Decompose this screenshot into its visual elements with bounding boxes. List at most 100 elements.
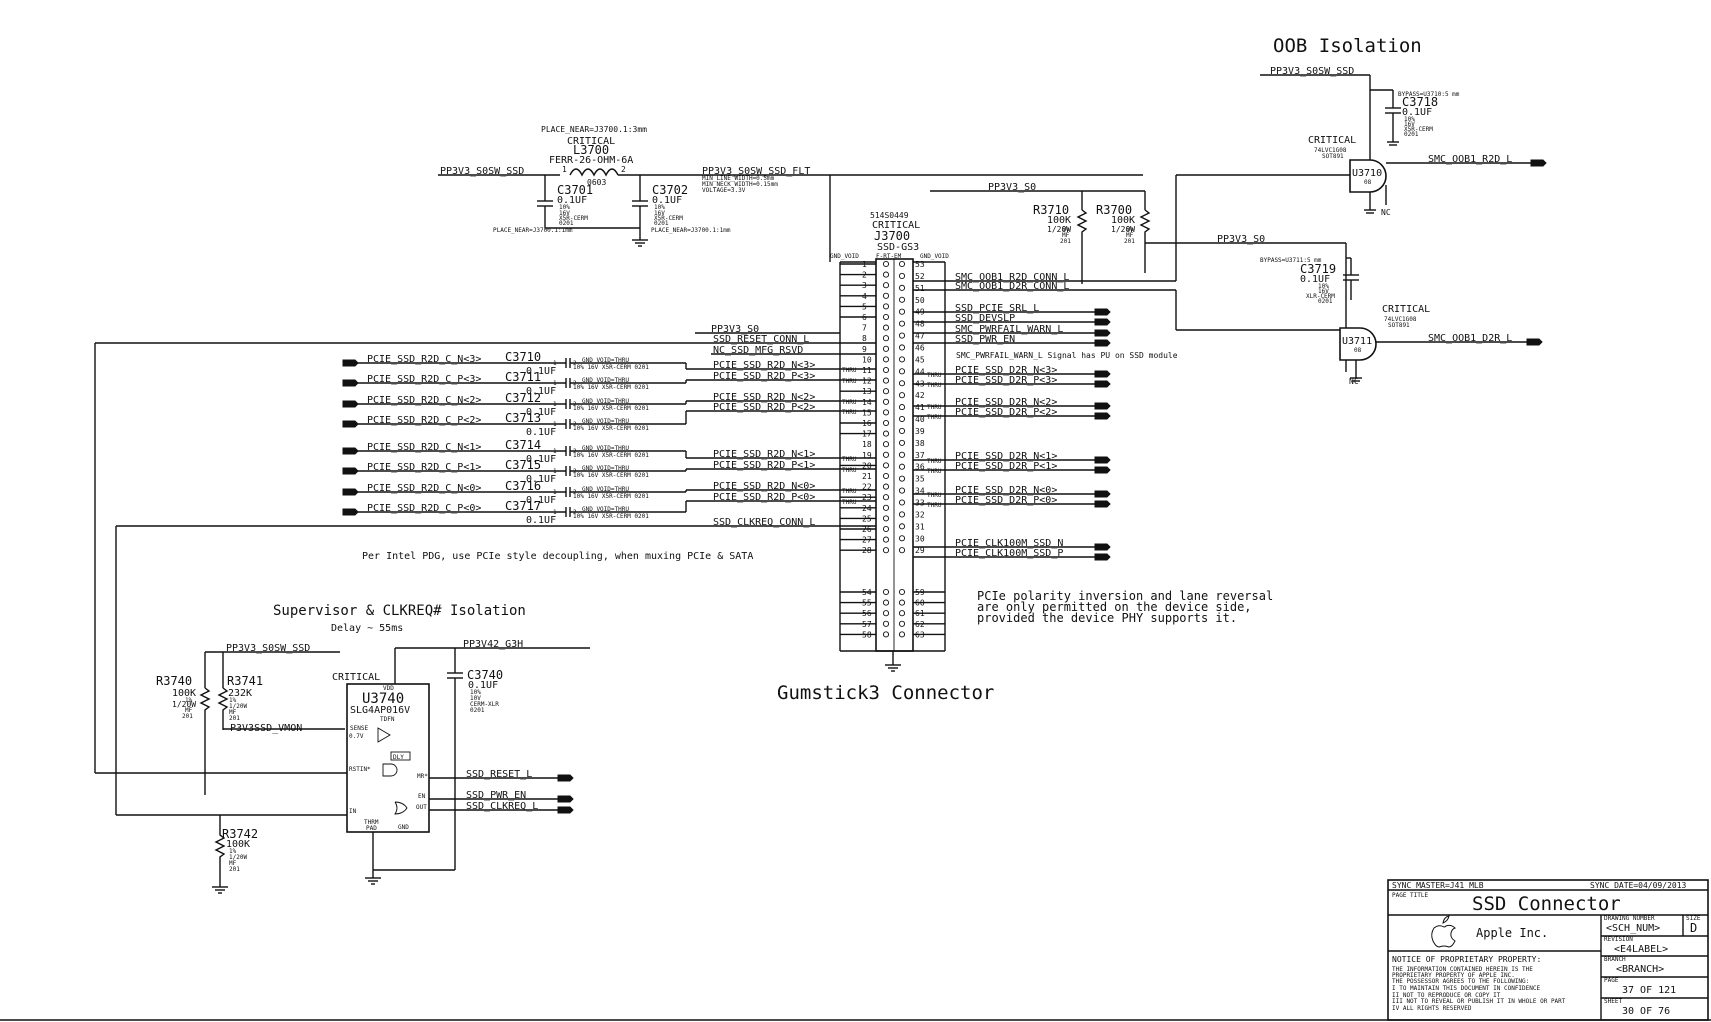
- svg-text:5%: 5%: [1126, 226, 1134, 233]
- j3700-left-pin: [882, 335, 890, 342]
- j3700-left-pin-number: 14: [862, 398, 872, 407]
- svg-text:100K: 100K: [172, 688, 196, 699]
- coupling-cap-ref: C3711: [505, 370, 541, 384]
- svg-text:MF: MF: [1126, 232, 1134, 239]
- pcie-clk-p-offpage: [1094, 553, 1111, 561]
- svg-text:GND_VOID: GND_VOID: [830, 253, 859, 260]
- u3711-and-gate: [1339, 327, 1377, 361]
- j3700-right-pin: [898, 475, 906, 482]
- sync-master: SYNC_MASTER=J41_MLB: [1392, 881, 1484, 890]
- j3700-part: 514S0449: [870, 211, 909, 220]
- j3700-right-pin: [898, 392, 906, 399]
- pp3v42-g3h-label: PP3V42_G3H: [463, 639, 523, 650]
- per-intel-note: Per Intel PDG, use PCIe style decoupling…: [362, 551, 753, 562]
- j3700-left-pin: [882, 525, 890, 533]
- svg-text:100K: 100K: [226, 839, 250, 850]
- coupling-cap-spec: 10% 16V X5R-CERM 0201: [573, 425, 649, 432]
- j3700-left-pin: [882, 345, 890, 352]
- svg-text:10%: 10%: [1404, 116, 1415, 123]
- pcie-d2r-net-offpage: [1094, 370, 1111, 378]
- c3701-ref: C3701: [557, 183, 593, 197]
- svg-text:X5R-CERM: X5R-CERM: [654, 215, 683, 222]
- j3700-type: SSD-GS3: [877, 242, 919, 253]
- svg-text:1%: 1%: [229, 848, 237, 855]
- pcie-r2d-c-offpage: [342, 488, 359, 496]
- pcie-r2d-c-offpage: [342, 359, 359, 367]
- pcie-d2r-net-label: PCIE_SSD_D2R_P<0>: [955, 495, 1057, 506]
- svg-text:SENSE: SENSE: [350, 725, 368, 732]
- pcie-d2r-net-label: PCIE_SSD_D2R_P<2>: [955, 407, 1057, 418]
- j3700-left-pin: [882, 483, 890, 490]
- sheet-size: D: [1690, 921, 1697, 935]
- coupling-cap-value: 0.1UF: [526, 474, 556, 485]
- j3700-bottom-left-pin: [882, 610, 890, 617]
- coupling-cap-pin1: 1: [553, 448, 557, 455]
- net-pp3v3-s0sw-ssd-flt-label: PP3V3_S0SW_SSD_FLT: [702, 166, 810, 177]
- svg-text:II NOT TO REPRODUCE OR COPY IT: II NOT TO REPRODUCE OR COPY IT: [1392, 992, 1501, 999]
- svg-text:74LVC1G08: 74LVC1G08: [1384, 316, 1417, 323]
- u3711-ref: U3711: [1342, 336, 1372, 347]
- j3700-right-pin-number: 47: [915, 332, 925, 341]
- j3700-left-pin: [882, 282, 890, 289]
- j3700-right-pin-number: 50: [915, 296, 925, 305]
- j3700-left-pin: [882, 356, 890, 363]
- coupling-cap-value: 0.1UF: [526, 515, 556, 526]
- j3700-left-pin-number: 8: [862, 334, 867, 343]
- coupling-cap-ref: C3716: [505, 479, 541, 493]
- c3719-ref: C3719: [1300, 262, 1336, 276]
- svg-text:16V: 16V: [1404, 121, 1415, 128]
- pcie-r2d-c-offpage: [342, 379, 359, 387]
- thru-tag: THRU: [927, 404, 942, 411]
- j3700-right-pin: [898, 535, 906, 542]
- oob-pp3v3-s0-label: PP3V3_S0: [1217, 234, 1265, 245]
- svg-text:X5R-CERM: X5R-CERM: [559, 215, 588, 222]
- pcie-r2d-c-net-label: PCIE_SSD_R2D_C_P<0>: [367, 503, 481, 514]
- svg-text:1/20W: 1/20W: [172, 700, 196, 709]
- j3700-right-pin-number: 42: [915, 391, 925, 400]
- j3700-right-pin: [898, 547, 906, 554]
- svg-text:1%: 1%: [229, 697, 237, 704]
- j3700-left-pin: [882, 504, 890, 511]
- thru-tag: THRU: [842, 367, 857, 374]
- sup-pp3v3-s0sw-ssd-label: PP3V3_S0SW_SSD: [226, 643, 310, 654]
- svg-text:IN: IN: [349, 808, 357, 815]
- svg-text:SOT891: SOT891: [1322, 153, 1344, 160]
- l3700-pin1: 1: [562, 165, 567, 174]
- svg-text:0201: 0201: [654, 220, 669, 227]
- j3700-left-pin-number: 12: [862, 377, 872, 386]
- coupling-cap-pin1: 1: [553, 401, 557, 408]
- smc-oob1-d2r-l-label: SMC_OOB1_D2R_L: [1428, 333, 1512, 344]
- svg-text:0.1UF: 0.1UF: [468, 680, 498, 691]
- j3700-left-pin-number: 7: [862, 324, 867, 333]
- svg-text:PAGE: PAGE: [1604, 977, 1619, 984]
- svg-text:0201: 0201: [559, 220, 574, 227]
- svg-text:0201: 0201: [1404, 131, 1419, 138]
- smc-oob1-r2d-l-offpage: [1530, 159, 1547, 167]
- oob-r2d-conn-label: SMC_OOB1_R2D_CONN_L: [955, 272, 1069, 283]
- j3700-bottom-right-pin: [898, 610, 906, 617]
- svg-text:PLACE_NEAR=J3700.1:1mm: PLACE_NEAR=J3700.1:1mm: [493, 227, 573, 234]
- j3700-right-pin: [898, 404, 906, 411]
- coupling-cap-spec: 10% 16V X5R-CERM 0201: [573, 493, 649, 500]
- notice-title: NOTICE OF PROPRIETARY PROPERTY:: [1392, 955, 1541, 964]
- pcie-d2r-net-label: PCIE_SSD_D2R_P<1>: [955, 461, 1057, 472]
- svg-text:IV ALL RIGHTS RESERVED: IV ALL RIGHTS RESERVED: [1392, 1005, 1472, 1012]
- u3710-ref: U3710: [1352, 168, 1382, 179]
- svg-text:0.1UF: 0.1UF: [1402, 107, 1432, 118]
- svg-text:BYPASS=U3710:5 mm: BYPASS=U3710:5 mm: [1398, 91, 1460, 98]
- coupling-cap-value: 0.1UF: [526, 366, 556, 377]
- j3700-right-pin-number: 32: [915, 510, 925, 519]
- coupling-cap-spec: 10% 16V X5R-CERM 0201: [573, 452, 649, 459]
- svg-text:MR*: MR*: [417, 773, 428, 780]
- svg-text:08: 08: [1354, 347, 1362, 354]
- j3700-right-pin-number: 45: [915, 355, 925, 364]
- pwrfail-warn-offpage: [1094, 329, 1111, 337]
- svg-text:MF: MF: [229, 860, 237, 867]
- drawing-number: <SCH_NUM>: [1606, 923, 1660, 934]
- coupling-cap-value: 0.1UF: [526, 454, 556, 465]
- coupling-cap-gnd-void: GND_VOID=THRU: [582, 486, 629, 493]
- sync-date: SYNC_DATE=04/09/2013: [1590, 881, 1687, 890]
- pcie-clk-n-offpage: [1094, 543, 1111, 551]
- j3700-bottom-left-pin: [882, 588, 890, 596]
